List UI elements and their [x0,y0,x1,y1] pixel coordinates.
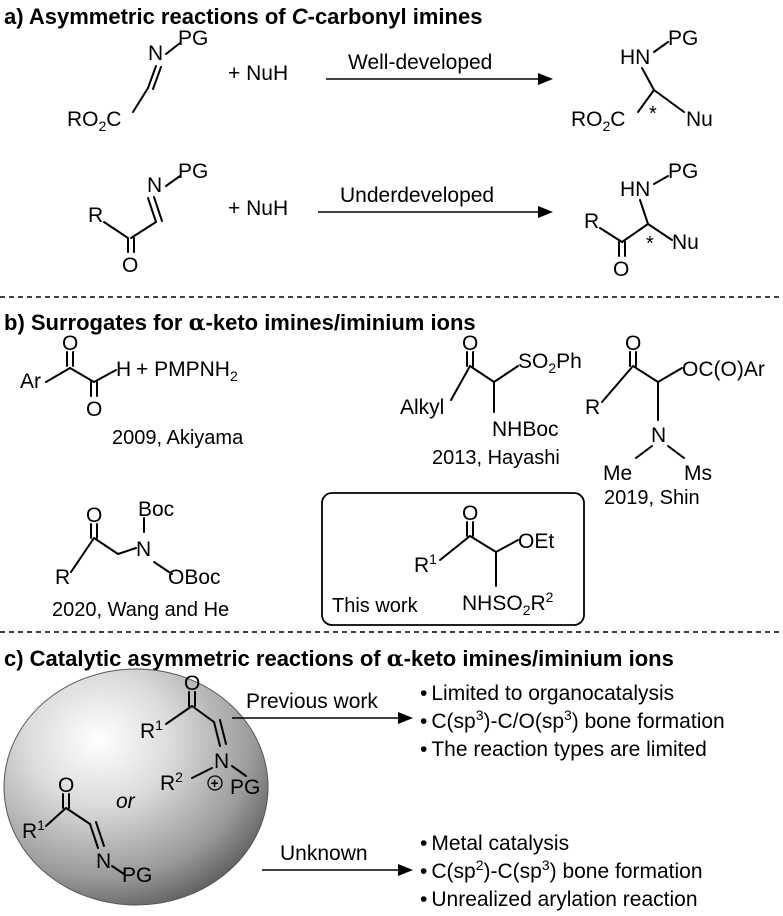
section-a-title: a) Asymmetric reactions of C-carbonyl im… [4,4,482,29]
aldehyde-h-label: H [116,358,131,381]
carbonyl-oxygen-label: O [122,254,138,277]
product-nu-label-2: Nu [672,231,699,254]
underdeveloped-arrow: Underdeveloped [318,184,553,218]
product-ester-label: RO2C [571,108,625,134]
wang-oxygen: O [86,504,102,527]
gradient-sphere [3,668,269,906]
shin-oxygen: O [625,332,641,355]
n-boc-hydroxylamine-structure: O R N Boc OBoc 2020, Wang and He [52,498,229,621]
sphere-iminium-pg: PG [230,776,260,799]
wang-nitrogen: N [136,538,151,561]
this-work-label: This work [332,595,419,617]
imine-nitrogen-label-2: N [147,174,162,197]
boc-label: Boc [138,498,174,521]
bullet-item: •C(sp3)-C/O(sp3) bone formation [420,707,725,733]
oboc-label: OBoc [168,566,221,589]
previous-work-bullets: •Limited to organocatalysis •C(sp3)-C/O(… [420,682,725,761]
protecting-group-label-2: PG [178,160,208,183]
sphere-iminium-nitrogen: N [214,750,229,773]
bullet-item: •Unrealized arylation reaction [420,888,698,911]
protecting-group-label: PG [178,27,208,50]
sphere-r1-label-a: R1 [22,817,45,843]
or-label: or [116,790,136,813]
sulfonyl-phenyl-label: SO2Ph [518,350,582,376]
positive-charge-icon [207,775,223,791]
alkyl-label: Alkyl [400,396,444,419]
product-nh-label-2: HN [620,178,650,201]
aryl-label: Ar [20,370,41,393]
sphere-imine-nitrogen: N [96,850,111,873]
methyl-label: Me [603,462,632,485]
product-r-label: R [584,210,599,233]
bullet-item: •C(sp2)-C(sp3) bone formation [420,857,703,883]
r-group-label: R [88,204,103,227]
product-nu-label: Nu [686,108,713,131]
sulfonamide-label: NHSO2R2 [462,589,554,618]
ethoxy-label: OEt [518,530,554,553]
stereocenter-star-2: * [646,233,654,255]
sphere-iminium-ion: O R1 N R2 PG + [140,672,260,799]
sphere-r2-label: R2 [160,769,183,795]
sphere-r1-label-b: R1 [140,717,163,743]
bullet-item: •Limited to organocatalysis [420,682,674,705]
product-nh-label: HN [620,46,650,69]
sphere-imine-oxygen: O [58,774,74,797]
amino-ketone-product: R O HN PG * Nu [584,160,699,281]
previous-work-arrow: Previous work [232,690,413,724]
shin-r-label: R [585,396,600,419]
glyoxylate-imine-reactant: RO2C N PG [67,27,208,134]
aryl-ester-label: OC(O)Ar [682,358,765,381]
keto-imine-reactant: R O N PG [88,160,208,277]
product-pg-label: PG [668,27,698,50]
sphere-iminium-oxygen: O [184,672,200,695]
previous-work-label: Previous work [246,690,378,713]
glyoxal-oxygen-2: O [86,398,102,421]
hayashi-reference: 2013, Hayashi [432,447,560,469]
sphere-imine-pg: PG [122,864,152,887]
hayashi-oxygen: O [462,332,478,355]
underdeveloped-label: Underdeveloped [340,184,494,207]
stereocenter-star: * [649,103,657,125]
section-b-title: b) Surrogates for α-keto imines/iminium … [4,310,476,336]
unknown-arrow: Unknown [262,842,413,876]
wang-r-label: R [55,566,70,589]
unknown-label: Unknown [280,842,368,865]
product-pg-label-2: PG [668,160,698,183]
this-work-box: O R1 OEt NHSO2R2 This work [321,492,585,626]
nhboc-label: NHBoc [492,418,559,441]
well-developed-label: Well-developed [348,51,492,74]
shin-nitrogen: N [651,424,666,447]
wang-reference: 2020, Wang and He [52,599,229,621]
this-work-oxygen: O [462,502,478,525]
r1-label: R1 [414,551,437,577]
unknown-bullets: •Metal catalysis •C(sp2)-C(sp3) bone for… [420,832,703,911]
akiyama-reference: 2009, Akiyama [112,427,244,449]
sphere-keto-imine: O R1 N PG [22,774,152,887]
sulfonyl-carbamate-structure: O Alkyl SO2Ph NHBoc 2013, Hayashi [400,332,582,469]
product-oxygen-label: O [613,258,629,281]
nucleophile-reagent-2: + NuH [228,197,288,220]
aryl-glyoxal-structure: Ar O O H + PMPNH2 2009, Akiyama [20,332,244,449]
glyoxal-oxygen-1: O [62,332,78,355]
shin-reference: 2019, Shin [604,487,700,509]
mesyl-label: Ms [684,462,712,485]
positive-charge-sign: + [211,775,219,791]
pmp-amine-reagent: + PMPNH2 [136,358,238,384]
amino-ester-product: RO2C HN PG * Nu [571,27,713,134]
ester-group-label: RO2C [67,108,121,134]
nucleophile-reagent-1: + NuH [228,62,288,85]
bullet-item: •The reaction types are limited [420,738,707,761]
bullet-item: •Metal catalysis [420,832,569,855]
n-mesyl-aminal-structure: O R OC(O)Ar N Me Ms 2019, Shin [585,332,765,509]
well-developed-arrow: Well-developed [326,51,553,85]
section-c-title: c) Catalytic asymmetric reactions of α-k… [4,646,674,672]
imine-nitrogen-label: N [148,42,163,65]
